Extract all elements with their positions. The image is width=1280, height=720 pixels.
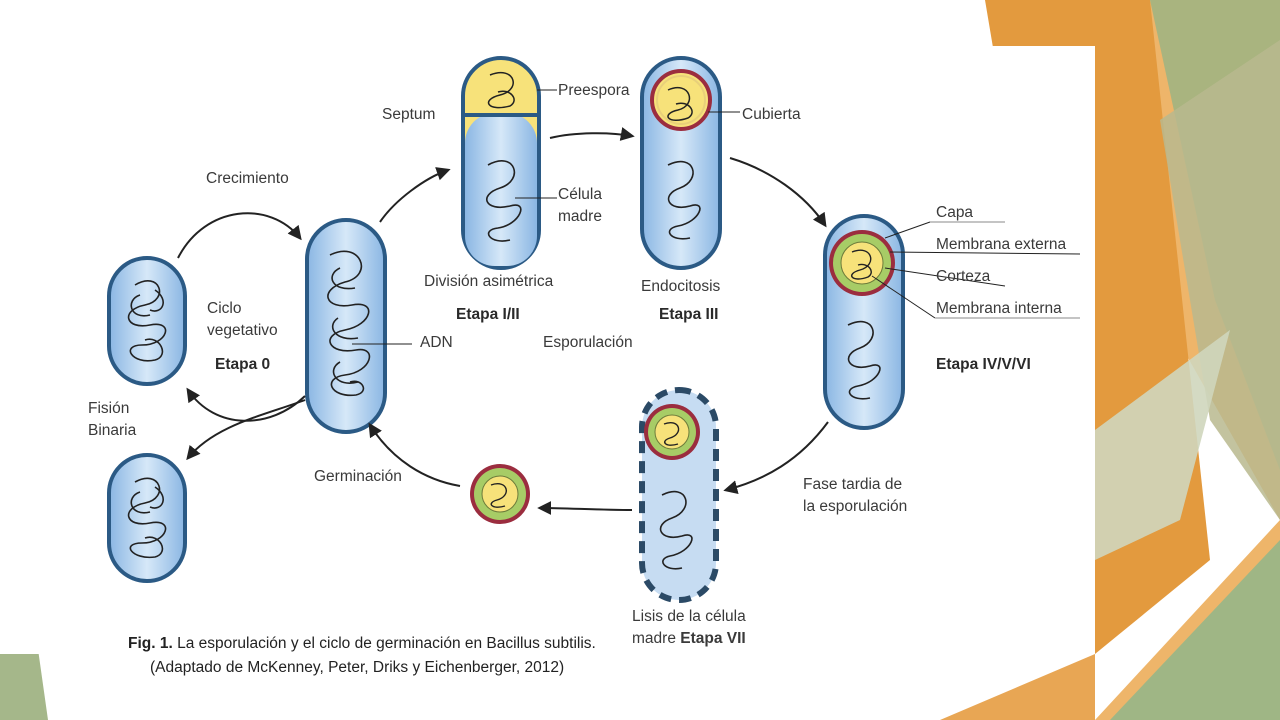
dna-coil [667,160,701,240]
label-fase-tardia: Fase tardia de la esporulación [803,476,908,515]
dna-coil [127,280,167,362]
label-lisis-line2: madre Etapa VII [632,628,746,650]
label-adn: ADN [420,334,453,351]
label-etapa-1-2: Etapa I/II [456,306,520,323]
daughter-cell [107,453,187,583]
dna-coil [847,320,881,400]
label-etapa-7: Etapa VII [680,630,746,647]
arrow-to-free-spore [537,501,633,516]
dna-coil [127,477,167,559]
label-lisis: Lisis de la célula [632,608,746,625]
label-madre: madre [632,630,676,647]
decor-light-wedge [1095,330,1230,560]
free-spore [470,464,530,524]
caption-fig-number: Fig. 1. [128,635,173,652]
asymmetric-cell [461,56,557,270]
label-etapa-3: Etapa III [659,306,719,323]
dna-coil [327,250,371,397]
arrow-germinacion [368,422,461,487]
label-etapa-4-5-6: Etapa IV/V/VI [936,356,1031,373]
decor-gray-band [1160,40,1280,520]
arrow-to-endocytosis [549,127,635,141]
dna-coil [663,422,680,446]
arrow-to-asymmetric [379,167,451,223]
label-membrana-externa: Membrana externa [936,236,1067,253]
label-germinacion: Germinación [314,468,402,485]
dna-coil [851,249,872,280]
label-division-asimetrica: División asimétrica [424,273,554,290]
lysis-cell [639,387,719,603]
dna-coil [486,160,522,242]
arrow-fision-down [186,399,306,461]
label-ciclo-vegetativo: Ciclo vegetativo [207,300,278,339]
dna-coil [487,72,515,109]
caption-line2: (Adaptado de McKenney, Peter, Driks y Ei… [150,659,565,676]
label-preespora: Preespora [558,82,630,99]
caption-line1: Fig. 1. La esporulación y el ciclo de ge… [128,632,596,656]
figure-caption: Fig. 1. La esporulación y el ciclo de ge… [128,632,596,680]
growing-cell [305,218,412,434]
label-celula-madre: Célula madre [558,186,602,225]
decor-bottom-orange [940,654,1095,720]
spore-stage-cell [823,214,1081,430]
dna-coil [659,490,693,570]
caption-title: La esporulación y el ciclo de germinació… [177,635,596,652]
label-etapa-0: Etapa 0 [215,356,271,373]
arrow-fase-tardia [723,421,829,494]
label-endocitosis: Endocitosis [641,278,721,295]
label-crecimiento: Crecimiento [206,170,289,187]
label-esporulacion: Esporulación [543,334,633,351]
label-membrana-interna: Membrana interna [936,300,1062,317]
label-cubierta: Cubierta [742,106,801,123]
endocytosis-cell [640,56,740,270]
label-capa: Capa [936,204,974,221]
label-septum: Septum [382,106,436,123]
arrow-to-spore-stage [729,157,827,228]
label-corteza: Corteza [936,268,991,285]
stage0-cell [107,256,187,386]
dna-coil [490,483,507,508]
arrow-crecimiento [177,212,302,259]
dna-coil [667,87,693,122]
label-fision-binaria: Fisión Binaria [88,400,137,439]
decor-bottom-green [1110,540,1280,720]
